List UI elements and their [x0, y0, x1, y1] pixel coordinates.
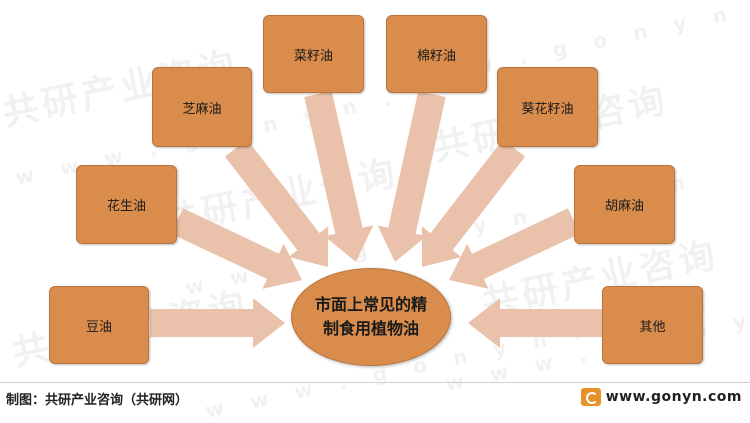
oil-box-cottonseed: 棉籽油 [386, 15, 487, 93]
oil-label: 菜籽油 [293, 48, 333, 64]
oil-label: 棉籽油 [416, 48, 456, 64]
oil-label: 胡麻油 [604, 199, 644, 214]
footer-bar: 制图：共研产业咨询（共研网） www.gonyn.com [0, 382, 750, 416]
arrow-7 [449, 208, 580, 289]
oil-box-flaxseed: 胡麻油 [574, 165, 675, 244]
oil-label: 芝麻油 [182, 101, 222, 117]
center-ellipse: 市面上常见的精 制食用植物油 [291, 268, 451, 366]
arrow-8 [468, 298, 602, 348]
site-url: www.gonyn.com [605, 389, 742, 405]
arrow-3 [224, 139, 329, 267]
oil-box-rapeseed: 菜籽油 [263, 15, 364, 93]
oil-label: 其他 [639, 319, 666, 335]
oil-label: 葵花籽油 [521, 101, 574, 117]
oil-box-sesame: 芝麻油 [152, 67, 252, 147]
gonyn-logo-icon [580, 388, 601, 406]
site-logo: www.gonyn.com [580, 388, 742, 406]
oil-label: 豆油 [85, 319, 112, 335]
arrow-6 [421, 139, 526, 267]
source-caption: 制图：共研产业咨询（共研网） [6, 393, 189, 408]
oil-box-other: 其他 [602, 286, 703, 364]
arrow-4 [304, 90, 374, 263]
oil-box-soybean: 豆油 [49, 286, 149, 364]
arrow-5 [377, 91, 446, 262]
arrow-2 [171, 208, 302, 289]
oil-box-sunflower: 葵花籽油 [497, 67, 598, 147]
arrow-1 [150, 298, 285, 348]
center-text-line1: 市面上常见的精 [314, 295, 427, 314]
oil-label: 花生油 [106, 199, 146, 214]
center-text-line2: 制食用植物油 [322, 319, 419, 338]
oil-box-peanut: 花生油 [76, 165, 177, 244]
